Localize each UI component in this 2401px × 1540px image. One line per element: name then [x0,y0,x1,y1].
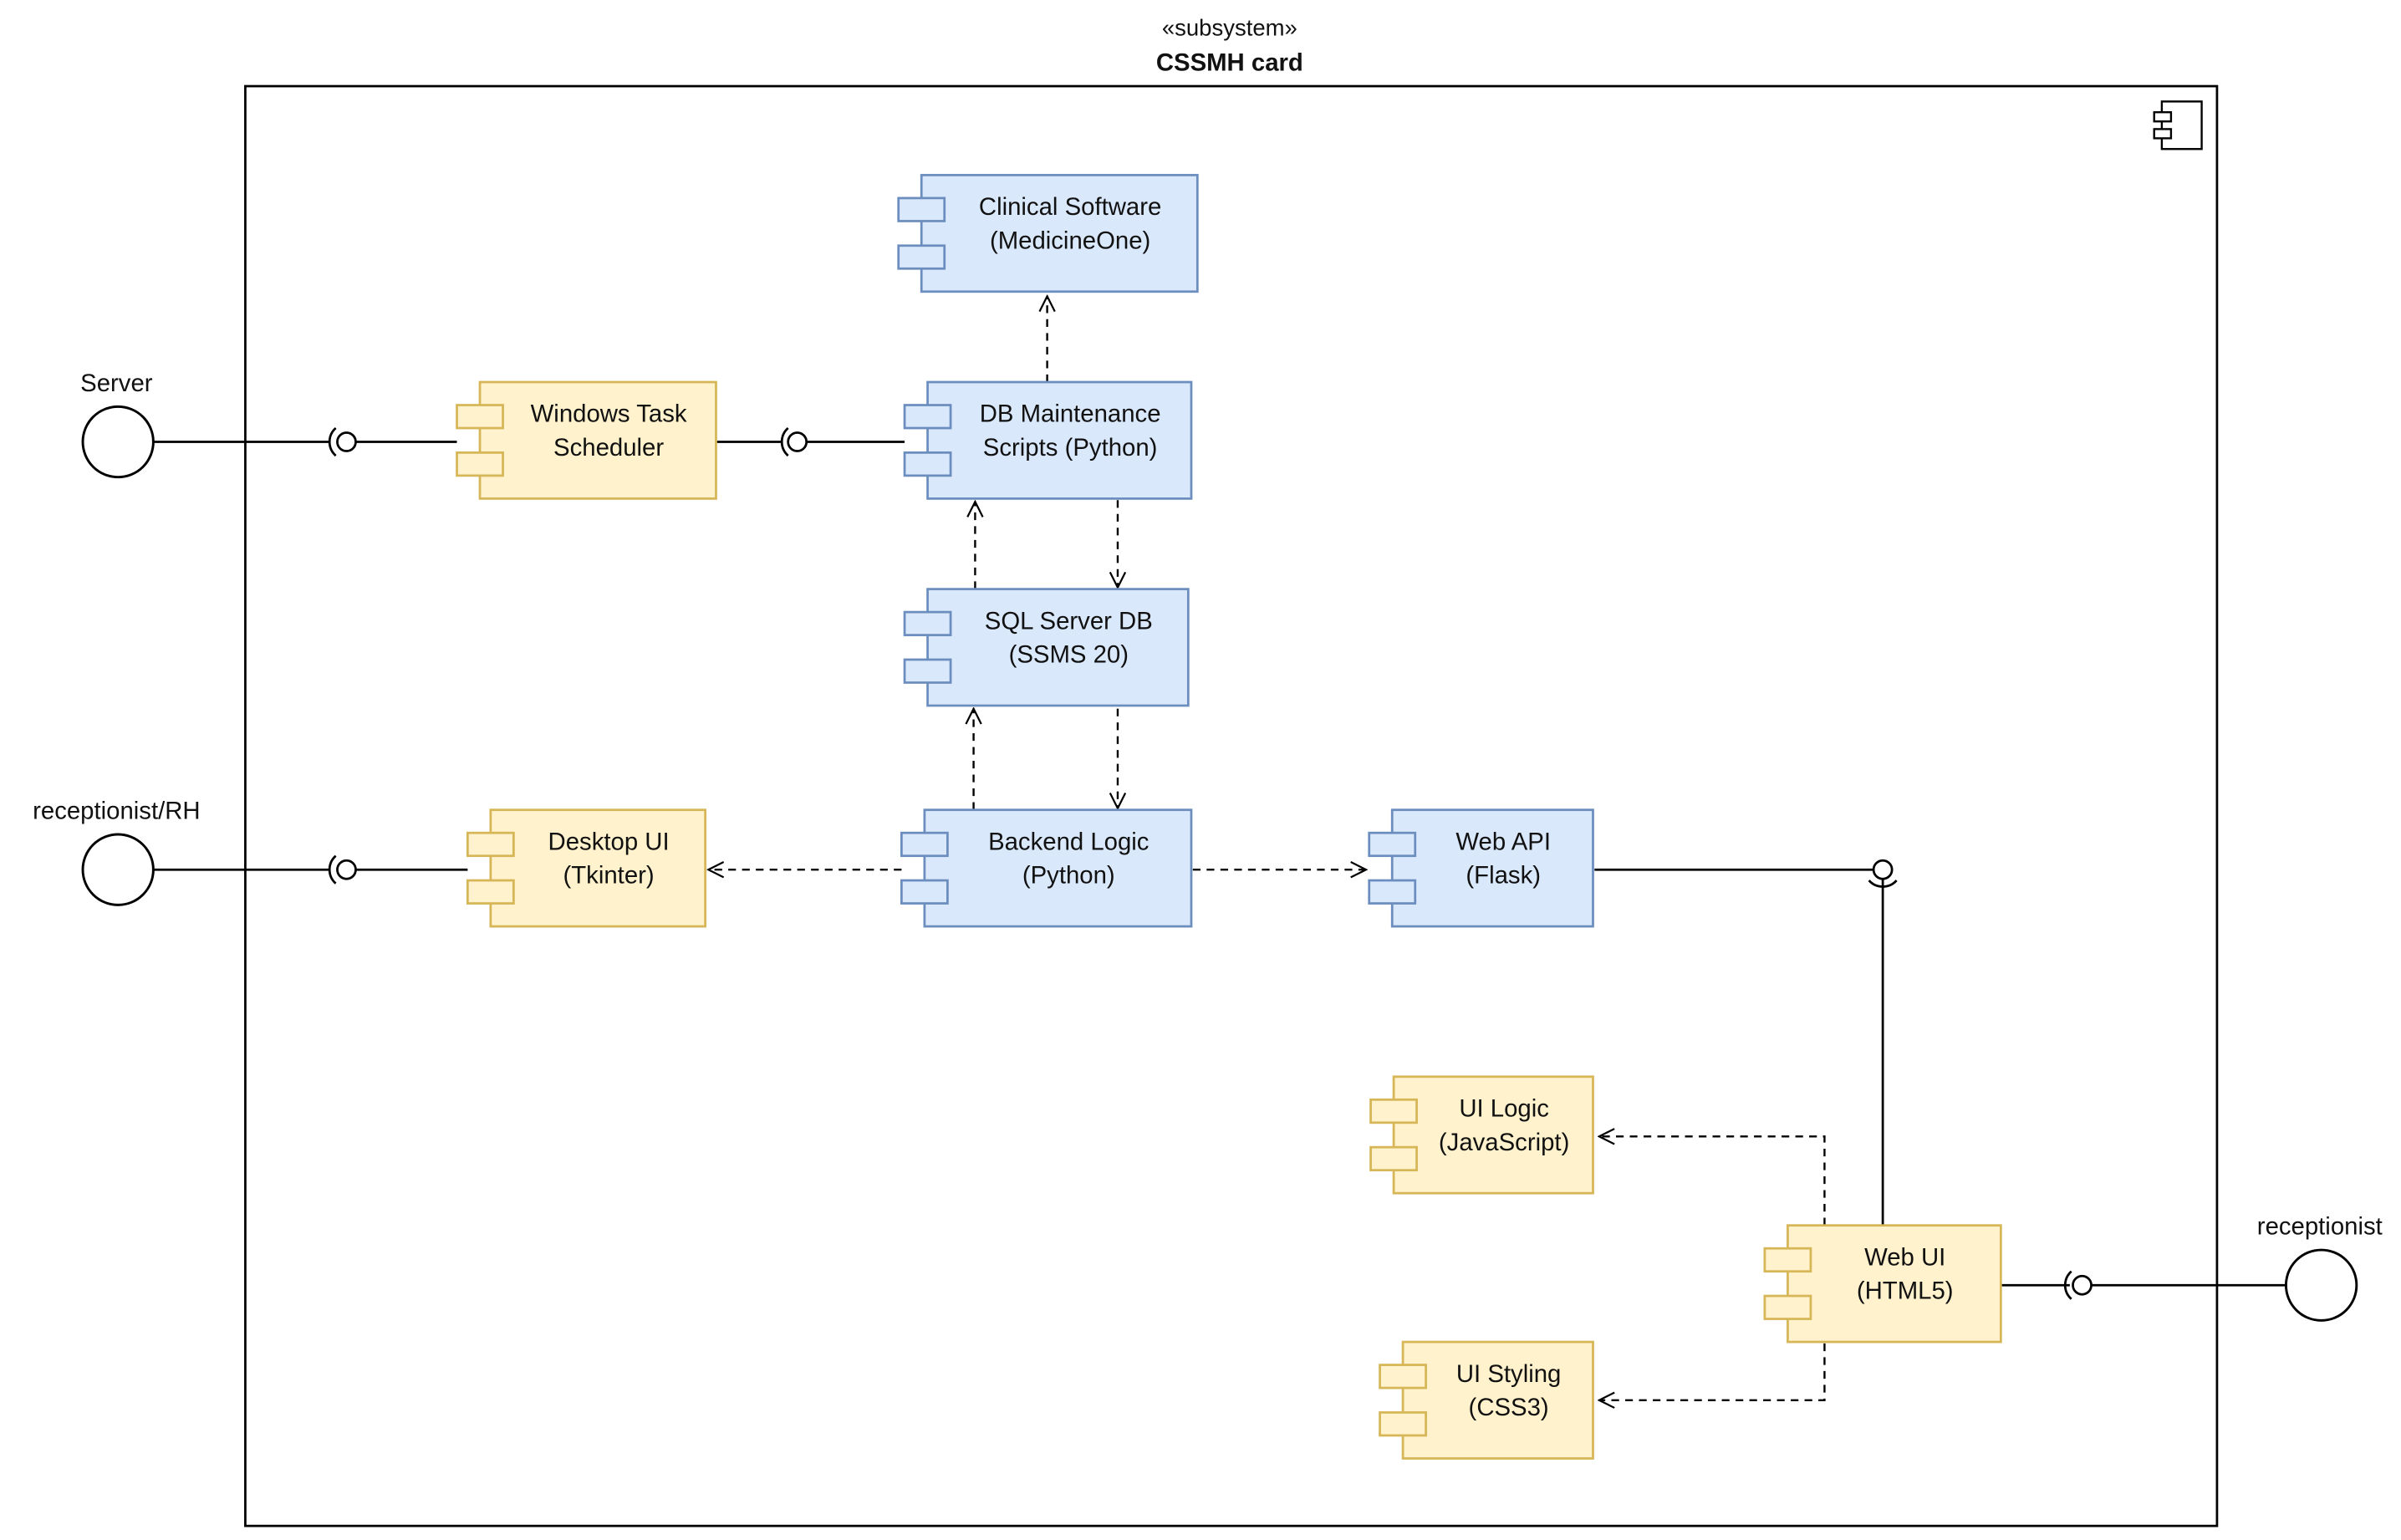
component-port-tab [900,879,949,905]
component-body[interactable] [923,808,1193,928]
component-port-tab [1763,1247,1812,1273]
component-port-tab [466,831,515,858]
component-port-tab [1379,1364,1427,1390]
actor-receptionist: receptionist [2257,1213,2383,1322]
component-uilogic[interactable]: UI Logic (JavaScript) [1369,1075,1594,1195]
component-port-tab [1379,1411,1427,1437]
component-label-line: (SSMS 20) [1009,641,1129,669]
component-body[interactable] [1787,1224,2002,1344]
component-body[interactable] [926,380,1193,500]
component-label-line: Clinical Software [979,193,1161,221]
dep-webui-to-uistyling [1599,1343,1826,1400]
component-label-line: (Flask) [1466,862,1541,890]
component-body[interactable] [926,588,1190,707]
interface-circle [81,405,155,479]
actor-label-receptionist-rh: receptionist/RH [33,798,201,825]
component-label-line: UI Styling [1456,1360,1562,1388]
component-label-line: Web API [1455,828,1551,855]
component-label-line: (CSS3) [1469,1394,1549,1421]
component-clinical[interactable]: Clinical Software (MedicineOne) [897,174,1199,293]
component-desktop[interactable]: Desktop UI (Tkinter) [466,808,707,928]
component-label-line: (JavaScript) [1439,1129,1569,1156]
subsystem-stereotype: «subsystem» [1162,15,1297,41]
component-label-line: (Tkinter) [563,862,655,890]
component-label-line: Windows Task [531,400,687,428]
dependency-links [708,296,1826,1400]
actor-label-server: Server [80,370,153,397]
component-label-line: Desktop UI [548,828,670,855]
component-label-line: Scripts (Python) [983,434,1158,461]
component-body[interactable] [920,174,1199,293]
component-webui[interactable]: Web UI (HTML5) [1763,1224,2002,1344]
actor-receptionist-rh: receptionist/RH [33,798,201,906]
component-port-tab [1763,1294,1812,1320]
component-port-tab [456,451,504,477]
component-label-line: DB Maintenance [980,400,1161,428]
interface-circle [2284,1248,2358,1322]
component-webapi[interactable]: Web API (Flask) [1368,808,1594,928]
component-port-tab [1369,1098,1418,1124]
component-body[interactable] [489,808,707,928]
dep-webui-to-uilogic [1599,1136,1826,1226]
components: Clinical Software (MedicineOne) DB Mainten… [456,174,2002,1460]
interface-circle [81,833,155,906]
component-body[interactable] [1392,1075,1594,1195]
component-port-tab [903,610,952,636]
component-body[interactable] [1390,808,1594,928]
component-backend[interactable]: Backend Logic (Python) [900,808,1193,928]
component-port-tab [903,404,952,430]
component-port-tab [903,658,952,684]
subsystem-name: CSSMH card [1156,49,1303,77]
component-port-tab [897,196,946,222]
component-port-tab [900,831,949,858]
component-label-line: (Python) [1022,862,1115,890]
component-label-line: Web UI [1864,1243,1945,1271]
component-port-tab [903,451,952,477]
component-icon [2153,100,2203,150]
interface-links [153,426,2286,1300]
component-label-line: Backend Logic [988,828,1149,855]
component-body[interactable] [478,380,717,500]
component-port-tab [1368,879,1417,905]
component-sqlserver[interactable]: SQL Server DB (SSMS 20) [903,588,1190,707]
component-port-tab [456,404,504,430]
actor-label-receptionist: receptionist [2257,1213,2383,1241]
component-body[interactable] [1401,1340,1594,1460]
component-port-tab [1369,1145,1418,1172]
component-label-line: UI Logic [1459,1094,1549,1122]
component-port-tab [466,879,515,905]
actor-server: Server [80,370,155,479]
component-label-line: (HTML5) [1857,1277,1954,1305]
component-label-line: (MedicineOne) [990,227,1150,254]
component-port-tab [897,244,946,270]
component-port-tab [1368,831,1417,858]
component-label-line: Scheduler [553,434,664,461]
component-uistyling[interactable]: UI Styling (CSS3) [1379,1340,1594,1460]
component-label-line: SQL Server DB [985,607,1153,635]
